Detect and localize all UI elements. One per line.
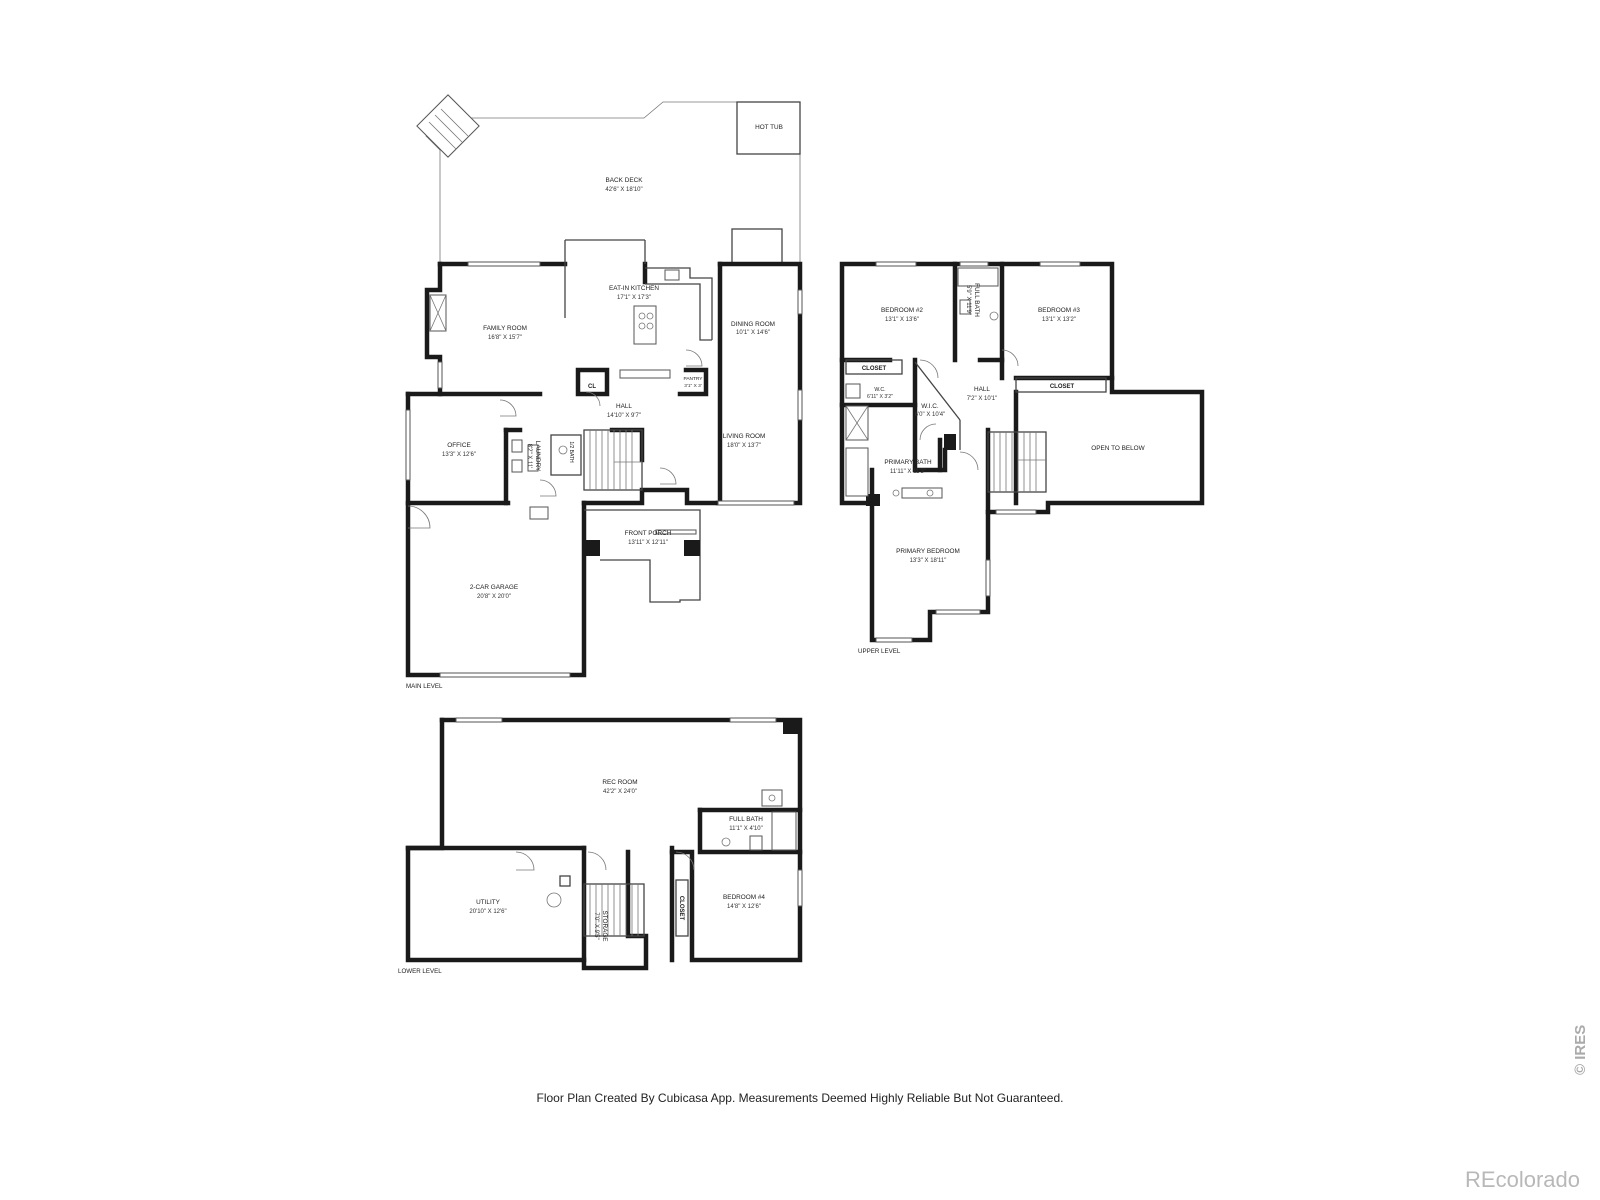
room-dim-back-deck: 42'6" X 18'10" bbox=[605, 187, 642, 193]
room-name-hall-main: HALL bbox=[616, 403, 632, 410]
room-dim-wic: 6'0" X 10'4" bbox=[915, 412, 946, 418]
room-name-bedroom3: BEDROOM #3 bbox=[1038, 307, 1080, 314]
room-dim-primary-bedroom: 13'3" X 18'11" bbox=[910, 558, 947, 564]
deck-grill bbox=[731, 228, 783, 265]
room-name-hall-upper: HALL bbox=[974, 386, 990, 393]
disclaimer-text: Floor Plan Created By Cubicasa App. Meas… bbox=[536, 1091, 1064, 1105]
room-name-closet-cl: CL bbox=[588, 384, 596, 390]
room-name-storage: STORAGE bbox=[601, 910, 608, 941]
room-dim-wc: 6'11" X 3'2" bbox=[867, 394, 893, 400]
room-name-hot-tub: HOT TUB bbox=[755, 124, 783, 131]
room-dim-office: 13'3" X 12'6" bbox=[442, 452, 476, 458]
room-name-back-deck: BACK DECK bbox=[606, 177, 644, 184]
main-level-plan: MAIN LEVEL bbox=[405, 94, 803, 690]
room-name-wic: W.I.C. bbox=[921, 403, 939, 410]
room-name-wc: W.C. bbox=[874, 387, 885, 393]
room-dim-utility: 20'10" X 12'6" bbox=[469, 909, 506, 915]
room-name-dining-room: DINING ROOM bbox=[731, 321, 775, 328]
room-name-closet-b4: CLOSET bbox=[678, 896, 684, 921]
room-name-office: OFFICE bbox=[447, 442, 470, 449]
room-dim-garage: 20'8" X 20'0" bbox=[477, 594, 511, 600]
room-name-bedroom2: BEDROOM #2 bbox=[881, 307, 923, 314]
room-dim-hall-main: 14'10" X 9'7" bbox=[607, 413, 641, 419]
room-name-front-porch: FRONT PORCH bbox=[625, 530, 672, 537]
ires-watermark: © IRES bbox=[1572, 1024, 1589, 1075]
room-name-open-below: OPEN TO BELOW bbox=[1091, 445, 1145, 452]
deck-stairs bbox=[416, 94, 480, 158]
room-labels: BACK DECK 42'6" X 18'10" HOT TUB FAMILY … bbox=[442, 124, 1146, 942]
room-dim-front-porch: 13'11" X 12'11" bbox=[628, 540, 668, 546]
recolorado-watermark: REcolorado bbox=[1465, 1167, 1580, 1192]
upper-level-plan: UPPER LEVEL bbox=[839, 261, 1205, 655]
room-dim-laundry: 8'2" X 11' bbox=[526, 444, 532, 469]
room-name-rec-room: REC ROOM bbox=[602, 779, 637, 786]
utility-water-heater bbox=[546, 892, 562, 908]
room-name-utility: UTILITY bbox=[476, 899, 501, 906]
room-dim-bedroom3: 13'1" X 13'2" bbox=[1042, 317, 1076, 323]
upper-level-label: UPPER LEVEL bbox=[858, 648, 901, 655]
room-dim-full-bath-upper: 5'9" X 11'9" bbox=[965, 285, 971, 315]
room-dim-kitchen: 17'1" X 17'3" bbox=[617, 295, 651, 301]
room-name-bedroom4: BEDROOM #4 bbox=[723, 894, 765, 901]
room-name-living-room: LIVING ROOM bbox=[723, 433, 766, 440]
room-name-primary-bath: PRIMARY BATH bbox=[884, 459, 932, 466]
main-level-label: MAIN LEVEL bbox=[406, 683, 443, 690]
main-stairs bbox=[583, 429, 643, 491]
room-dim-rec-room: 42'2" X 24'0" bbox=[603, 789, 637, 795]
room-dim-family-room: 16'8" X 15'7" bbox=[488, 335, 522, 341]
room-dim-bedroom2: 13'1" X 13'6" bbox=[885, 317, 919, 323]
room-name-pantry: PANTRY bbox=[683, 376, 703, 382]
room-dim-storage: 7'0" X 9'5" bbox=[593, 912, 599, 939]
room-dim-dining-room: 10'1" X 14'6" bbox=[736, 330, 770, 336]
room-name-kitchen: EAT-IN KITCHEN bbox=[609, 285, 659, 292]
room-name-family-room: FAMILY ROOM bbox=[483, 325, 527, 332]
room-name-closet-b2: CLOSET bbox=[862, 366, 887, 372]
upper-stairs bbox=[987, 431, 1047, 493]
room-name-garage: 2-CAR GARAGE bbox=[470, 584, 518, 591]
room-name-full-bath-upper: FULL BATH bbox=[973, 283, 980, 317]
room-name-full-bath-lower: FULL BATH bbox=[729, 816, 763, 823]
hot-tub bbox=[736, 101, 801, 155]
room-dim-bedroom4: 14'8" X 12'6" bbox=[727, 904, 761, 910]
room-name-primary-bedroom: PRIMARY BEDROOM bbox=[896, 548, 960, 555]
lower-level-label: LOWER LEVEL bbox=[398, 968, 442, 975]
room-name-laundry: LAUNDRY bbox=[534, 441, 541, 472]
room-dim-pantry: 3'1" X 3' bbox=[684, 383, 701, 389]
room-dim-primary-bath: 11'11" X 11'3" bbox=[890, 469, 926, 475]
lower-level-plan: LOWER LEVEL bbox=[398, 717, 803, 975]
room-dim-full-bath-lower: 11'1" X 4'10" bbox=[729, 826, 762, 832]
room-name-half-bath: 1/2 BATH bbox=[568, 441, 574, 463]
room-name-closet-b3: CLOSET bbox=[1050, 384, 1075, 390]
room-dim-hall-upper: 7'2" X 10'1" bbox=[967, 396, 998, 402]
room-dim-living-room: 18'0" X 13'7" bbox=[727, 443, 761, 449]
